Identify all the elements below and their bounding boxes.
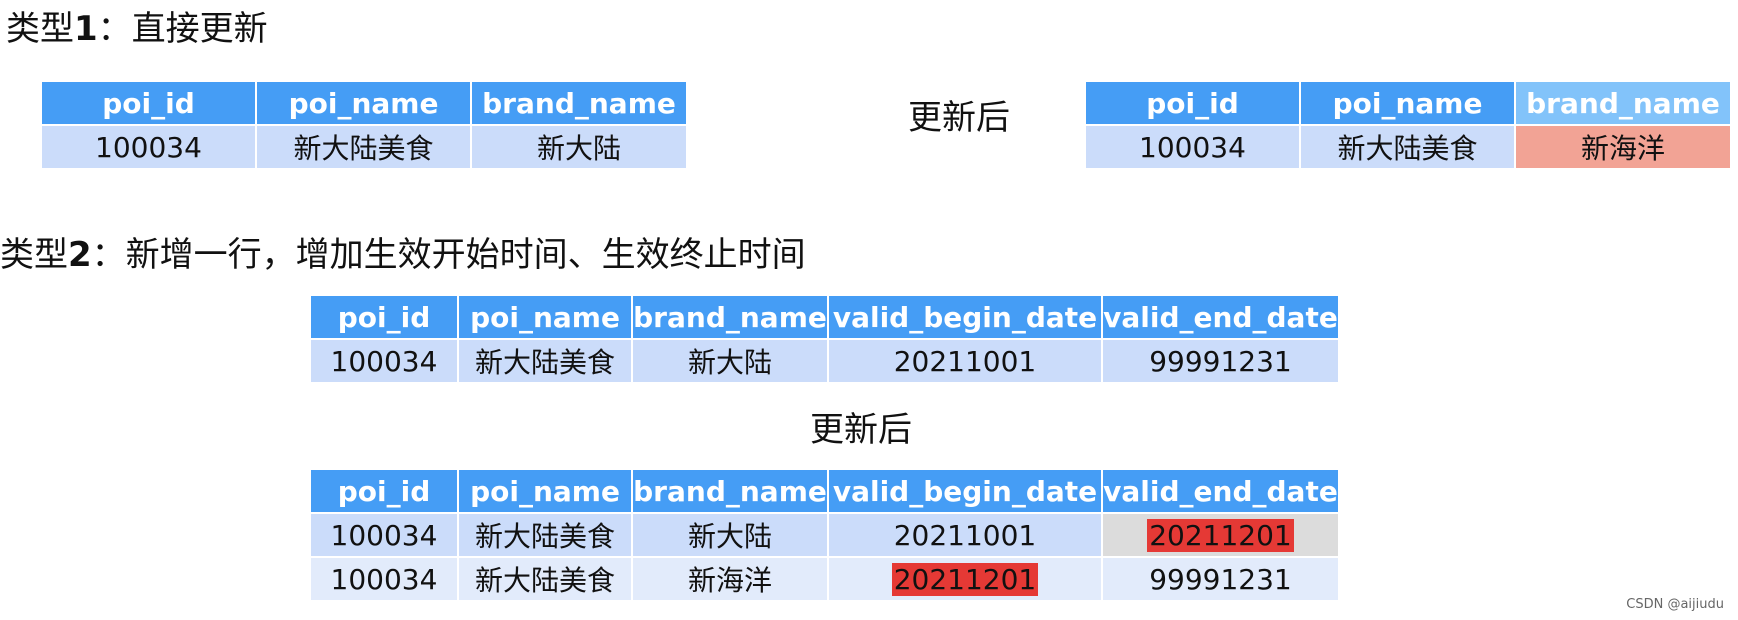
highlighted-date: 20211201 [891,562,1039,596]
cell-valid-begin-date-changed: 20211201 [827,556,1103,602]
cell-valid-begin-date: 20211001 [827,512,1103,558]
header-valid-end-date: valid_end_date [1101,294,1340,340]
cell-poi-name: 新大陆美食 [457,512,633,558]
table-row: 100034 新大陆美食 新海洋 [1084,124,1732,170]
cell-poi-name: 新大陆美食 [457,338,633,384]
cell-poi-name: 新大陆美食 [457,556,633,602]
header-poi-id: poi_id [309,468,459,514]
cell-brand-name: 新大陆 [631,512,829,558]
cell-brand-name-changed: 新海洋 [1514,124,1732,170]
cell-brand-name: 新大陆 [470,124,688,170]
header-brand-name-changed: brand_name [1514,80,1732,126]
header-poi-name: poi_name [255,80,472,126]
watermark: CSDN @aijiudu [1626,597,1724,612]
header-valid-end-date: valid_end_date [1101,468,1340,514]
header-poi-name: poi_name [457,294,633,340]
table-row: 100034 新大陆美食 新大陆 20211001 20211201 [309,512,1340,558]
header-brand-name: brand_name [631,468,829,514]
table-header-row: poi_id poi_name brand_name [1084,80,1732,126]
header-poi-id: poi_id [1084,80,1301,126]
type1-after-table: poi_id poi_name brand_name 100034 新大陆美食 … [1084,80,1732,170]
type2-after-table: poi_id poi_name brand_name valid_begin_d… [309,468,1340,602]
header-brand-name: brand_name [470,80,688,126]
cell-poi-id: 100034 [309,556,459,602]
cell-poi-name: 新大陆美食 [255,124,472,170]
cell-poi-id: 100034 [309,512,459,558]
header-poi-name: poi_name [1299,80,1516,126]
table-header-row: poi_id poi_name brand_name [40,80,688,126]
table-row: 100034 新大陆美食 新海洋 20211201 99991231 [309,556,1340,602]
header-poi-id: poi_id [309,294,459,340]
cell-poi-name: 新大陆美食 [1299,124,1516,170]
cell-poi-id: 100034 [1084,124,1301,170]
header-poi-id: poi_id [40,80,257,126]
header-valid-begin-date: valid_begin_date [827,468,1103,514]
type2-before-table: poi_id poi_name brand_name valid_begin_d… [309,294,1340,384]
cell-brand-name: 新海洋 [631,556,829,602]
table-row: 100034 新大陆美食 新大陆 [40,124,688,170]
type2-heading: 类型2：新增一行，增加生效开始时间、生效终止时间 [0,235,806,275]
table-header-row: poi_id poi_name brand_name valid_begin_d… [309,468,1340,514]
type1-after-label: 更新后 [908,98,1010,138]
type2-after-label: 更新后 [810,410,912,450]
table-row: 100034 新大陆美食 新大陆 20211001 99991231 [309,338,1340,384]
header-valid-begin-date: valid_begin_date [827,294,1103,340]
header-brand-name: brand_name [631,294,829,340]
cell-valid-end-date: 99991231 [1101,338,1340,384]
cell-valid-end-date: 99991231 [1101,556,1340,602]
cell-poi-id: 100034 [309,338,459,384]
type1-before-table: poi_id poi_name brand_name 100034 新大陆美食 … [40,80,688,170]
header-poi-name: poi_name [457,468,633,514]
cell-brand-name: 新大陆 [631,338,829,384]
type1-heading: 类型1：直接更新 [6,9,268,49]
table-header-row: poi_id poi_name brand_name valid_begin_d… [309,294,1340,340]
cell-valid-begin-date: 20211001 [827,338,1103,384]
cell-poi-id: 100034 [40,124,257,170]
highlighted-date: 20211201 [1147,518,1294,552]
cell-valid-end-date-changed: 20211201 [1101,512,1340,558]
